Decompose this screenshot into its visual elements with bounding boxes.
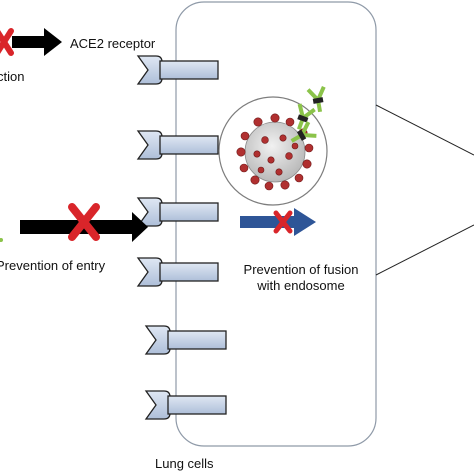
lung-cells-label: Lung cells	[155, 456, 214, 471]
prevention-of-fusion-label: Prevention of fusion with endosome	[243, 262, 359, 293]
virus-particle	[236, 113, 314, 191]
zoom-line-bottom	[375, 224, 474, 276]
black-arrow-ace2	[12, 28, 62, 56]
zoom-line-top	[375, 104, 474, 156]
antibody	[306, 85, 326, 113]
green-dot	[0, 238, 3, 242]
prevention-of-entry-label: Prevention of entry	[0, 258, 106, 273]
antibody	[290, 121, 317, 143]
ace2-receptor	[136, 55, 219, 85]
lung-cell-outline	[175, 1, 377, 447]
ace2-receptor	[144, 325, 227, 355]
ace2-receptor-label: ACE2 receptor	[70, 36, 156, 51]
blue-arrow-fusion	[240, 208, 316, 236]
ace2-receptor	[144, 390, 227, 420]
antibody	[297, 103, 316, 130]
infection-label: ction	[0, 69, 25, 84]
receptors	[136, 55, 227, 420]
ace2-receptor	[136, 130, 219, 160]
ace2-receptor	[136, 197, 219, 227]
cross-icon	[68, 203, 100, 241]
ace2-receptor	[136, 257, 219, 287]
cross-icon	[0, 28, 14, 56]
cross-icon	[273, 210, 293, 234]
